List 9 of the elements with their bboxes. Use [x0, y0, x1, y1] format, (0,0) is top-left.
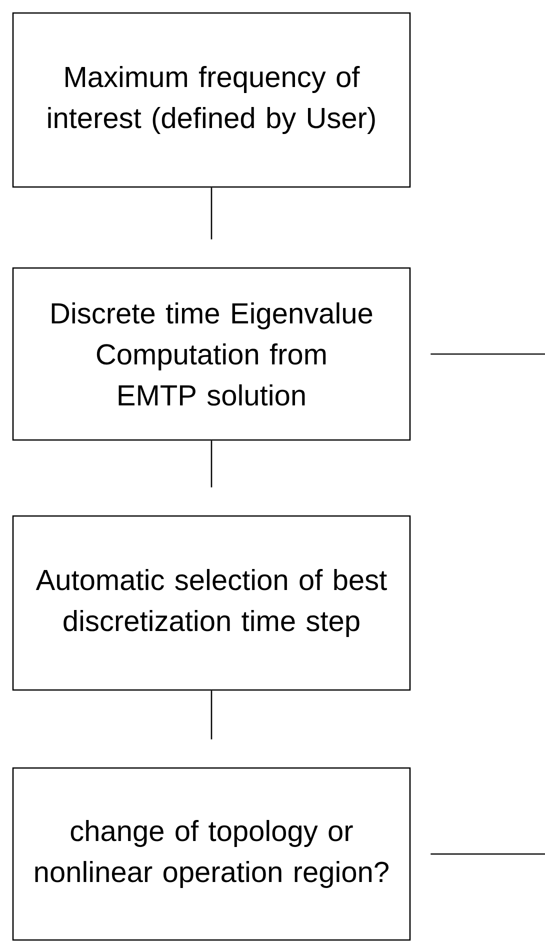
process-box: Automatic selection of best discretization time step: [12, 515, 411, 691]
connector-line: [430, 353, 545, 355]
process-box: Maximum frequency of interest (defined by User): [12, 12, 411, 188]
process-box: change of topology or nonlinear operation region?: [12, 767, 411, 941]
connector-line: [210, 440, 212, 488]
connector-line: [210, 188, 212, 240]
connector-line: [430, 853, 545, 855]
process-box: Discrete time Eigenvalue Computation from EMTP solution: [12, 267, 411, 441]
connector-line: [210, 690, 212, 740]
